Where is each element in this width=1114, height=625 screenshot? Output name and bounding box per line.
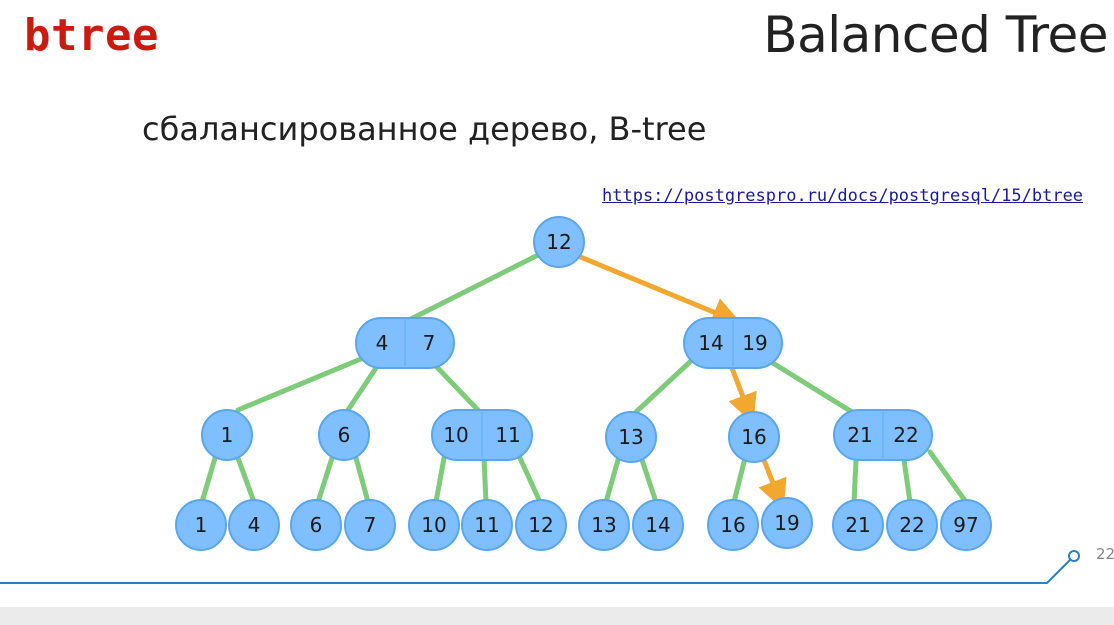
- root-node: 12: [533, 216, 585, 268]
- edge-21-22-to-leaf-97: [927, 449, 969, 505]
- node-key: 11: [495, 423, 520, 447]
- root-key: 12: [546, 230, 571, 254]
- leaf-node: 4: [228, 499, 280, 551]
- btree-diagram: 12 4 7 14 19 1 6: [175, 216, 992, 551]
- leaf-key: 6: [310, 513, 323, 537]
- leaf-node: 10: [408, 499, 460, 551]
- edge-1-to-leaf-1: [199, 455, 218, 505]
- tree-edges: [199, 251, 969, 510]
- leaf-key: 21: [845, 513, 870, 537]
- leaf-node: 13: [578, 499, 630, 551]
- page-number: 22: [1096, 545, 1114, 563]
- leaf-key: 4: [248, 513, 261, 537]
- edge-21-22-to-leaf-21: [851, 457, 859, 505]
- edge-14-19-to-16: [728, 365, 757, 425]
- leaf-node: 11: [461, 499, 513, 551]
- edge-21-22-to-leaf-22: [901, 457, 913, 505]
- internal-node-10-11: 10 11: [431, 409, 533, 461]
- edge-13-to-leaf-13: [603, 457, 621, 505]
- leaf-key: 97: [953, 513, 978, 537]
- edge-10-11-to-leaf-12: [517, 455, 543, 505]
- leaf-node: 22: [886, 499, 938, 551]
- leaf-nodes: 1 4 6 7 10 11 12 13 14 16 19 21 22 97: [175, 497, 992, 551]
- leaf-key: 10: [421, 513, 446, 537]
- edge-4-7-to-6: [345, 359, 383, 413]
- edge-12-to-4-7: [402, 251, 543, 325]
- node-key: 13: [618, 425, 643, 449]
- edge-10-11-to-leaf-10: [433, 455, 447, 505]
- footer-decoration: [0, 550, 1080, 584]
- leaf-node: 14: [632, 499, 684, 551]
- edge-1-to-leaf-4: [235, 455, 257, 505]
- leaf-node: 12: [515, 499, 567, 551]
- leaf-key: 19: [774, 511, 799, 535]
- leaf-key: 14: [645, 513, 670, 537]
- leaf-node: 1: [175, 499, 227, 551]
- node-key: 21: [847, 423, 872, 447]
- node-key: 7: [423, 331, 436, 355]
- internal-node-6: 6: [318, 409, 370, 461]
- edge-16-to-leaf-19: [758, 457, 787, 510]
- internal-node-16: 16: [728, 411, 780, 463]
- leaf-key: 12: [528, 513, 553, 537]
- internal-node-21-22: 21 22: [833, 409, 933, 461]
- edge-14-19-to-13: [633, 357, 695, 415]
- leaf-node: 21: [832, 499, 884, 551]
- internal-node-1: 1: [201, 409, 253, 461]
- node-key: 22: [893, 423, 918, 447]
- leaf-node: 16: [707, 499, 759, 551]
- node-key: 4: [376, 331, 389, 355]
- node-key: 14: [698, 331, 723, 355]
- leaf-node: 6: [290, 499, 342, 551]
- edge-13-to-leaf-14: [639, 457, 659, 505]
- slide-subtitle: сбалансированное дерево, B-tree: [142, 110, 707, 148]
- leaf-node: 19: [761, 497, 813, 549]
- slide-title: Balanced Tree: [763, 6, 1108, 64]
- leaf-key: 22: [899, 513, 924, 537]
- edge-12-to-14-19: [575, 253, 742, 327]
- edge-4-7-to-1: [235, 353, 371, 413]
- bottom-bar: [0, 607, 1114, 625]
- leaf-key: 13: [591, 513, 616, 537]
- edge-14-19-to-21-22: [765, 357, 855, 415]
- internal-node-13: 13: [605, 411, 657, 463]
- tree-nodes: 12 4 7 14 19 1 6: [175, 216, 992, 551]
- footer-circle-icon: [1068, 550, 1080, 562]
- leaf-key: 11: [474, 513, 499, 537]
- leaf-key: 1: [195, 513, 208, 537]
- node-key: 1: [221, 423, 234, 447]
- edge-4-7-to-10-11: [429, 359, 481, 413]
- node-key: 19: [742, 331, 767, 355]
- internal-node-14-19: 14 19: [683, 317, 783, 369]
- leaf-node: 97: [940, 499, 992, 551]
- slide: btree Balanced Tree сбалансированное дер…: [0, 6, 1114, 584]
- leaf-key: 7: [364, 513, 377, 537]
- internal-node-4-7: 4 7: [355, 317, 455, 369]
- edge-16-to-leaf-16: [731, 459, 747, 505]
- edge-6-to-leaf-7: [353, 455, 371, 505]
- footer-line: [0, 557, 1073, 584]
- edge-10-11-to-leaf-11: [481, 455, 489, 505]
- node-key: 6: [338, 423, 351, 447]
- documentation-link[interactable]: https://postgrespro.ru/docs/postgresql/1…: [602, 186, 1084, 206]
- leaf-node: 7: [344, 499, 396, 551]
- leaf-key: 16: [720, 513, 745, 537]
- edge-6-to-leaf-6: [315, 455, 335, 505]
- node-key: 16: [741, 425, 766, 449]
- node-key: 10: [443, 423, 468, 447]
- code-title: btree: [24, 10, 159, 61]
